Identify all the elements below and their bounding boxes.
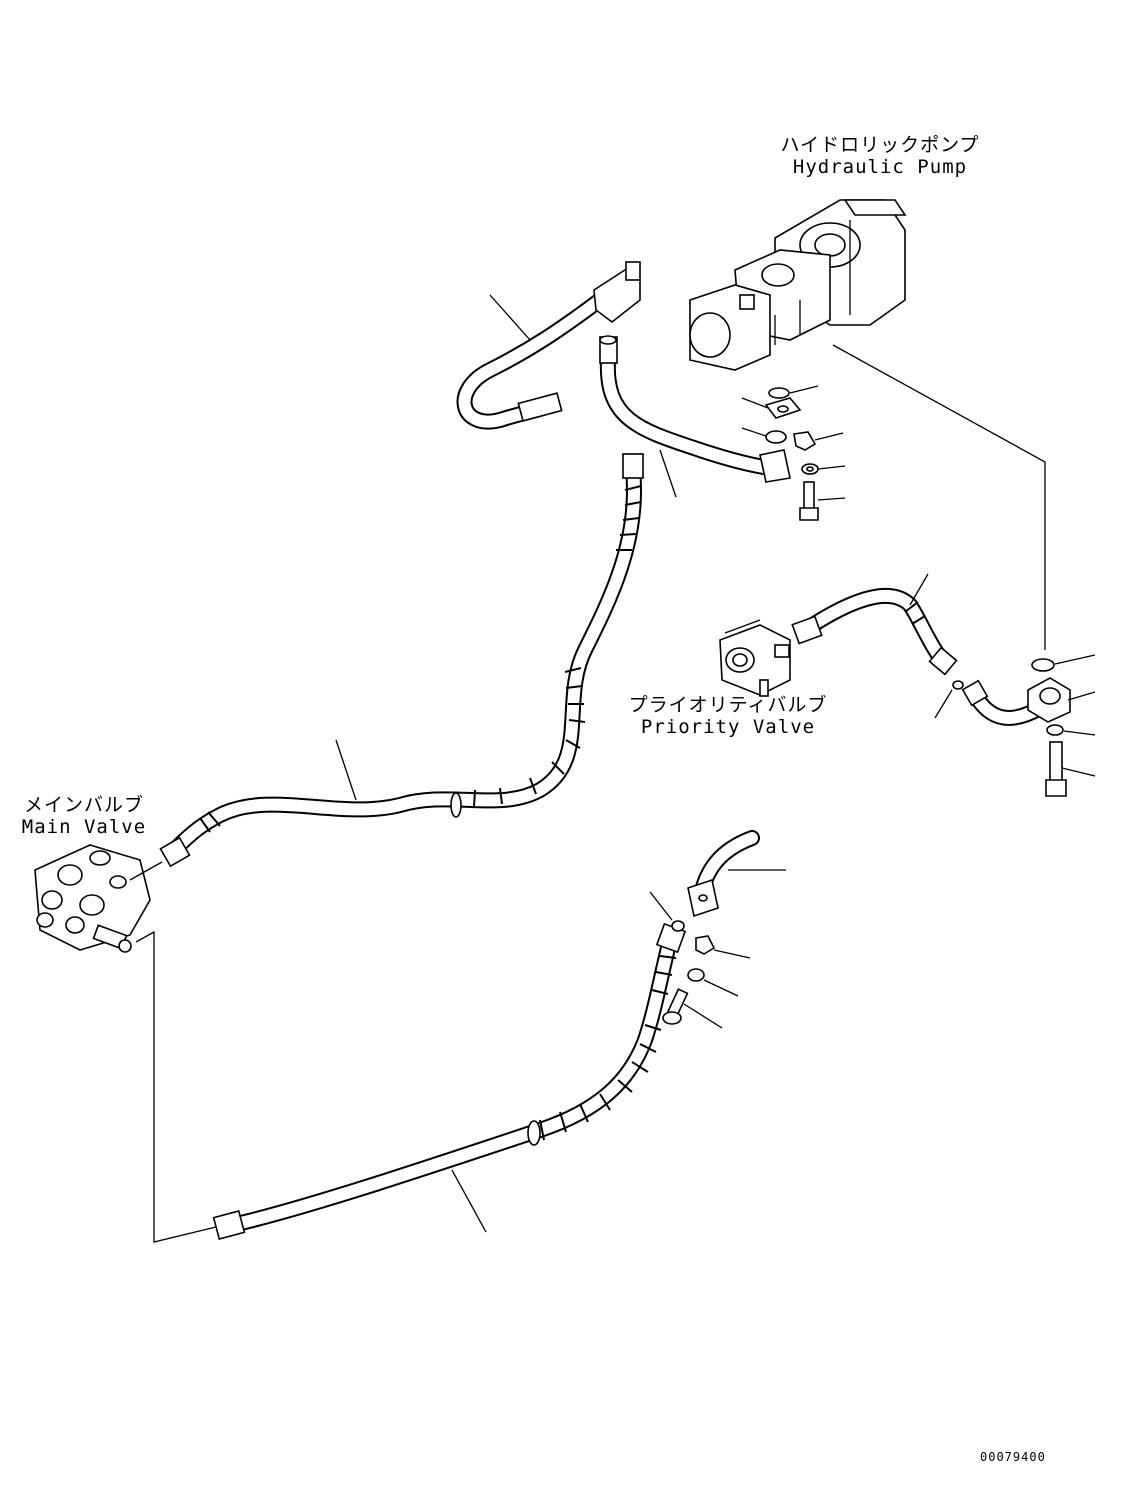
priority-valve-label-jp: プライオリティバルブ	[628, 694, 828, 716]
hydraulic-pump-label-en: Hydraulic Pump	[792, 156, 968, 178]
pump-supply-hose	[599, 335, 791, 498]
main-valve-label-en: Main Valve	[21, 816, 147, 838]
upper-return-hose	[456, 261, 641, 430]
pump-connection-leader	[832, 344, 1046, 650]
lower-return-hose	[212, 922, 687, 1240]
pump-pressure-fitting	[961, 654, 1096, 797]
main-valve-label-jp: メインバルブ	[23, 794, 144, 816]
priority-valve-hose	[791, 573, 964, 719]
hydraulic-pump-label-jp: ハイドロリックポンプ	[780, 134, 980, 156]
drawing-number: 00079400	[980, 1450, 1046, 1464]
pump-outlet-parts	[741, 385, 846, 521]
main-valve-leader	[135, 930, 221, 1243]
priority-valve-label: プライオリティバルブ Priority Valve	[618, 694, 838, 738]
main-valve-label: メインバルブ Main Valve	[4, 794, 164, 838]
hydraulic-pump	[689, 199, 907, 371]
priority-valve	[719, 619, 791, 697]
hydraulic-pump-label: ハイドロリックポンプ Hydraulic Pump	[770, 134, 990, 178]
suction-tube-parts	[649, 830, 786, 1029]
main-valve	[34, 844, 163, 953]
main-valve-supply-hose	[159, 453, 644, 868]
priority-valve-label-en: Priority Valve	[640, 716, 816, 738]
